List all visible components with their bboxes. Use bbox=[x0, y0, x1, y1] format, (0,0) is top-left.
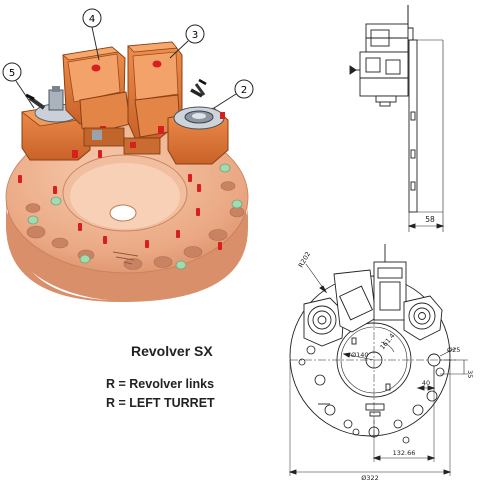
dim-dia140: Ø140 bbox=[351, 351, 369, 359]
dim-40: 40 bbox=[422, 379, 430, 387]
legend-line-1: R = Revolver links bbox=[106, 377, 215, 391]
base-holes bbox=[25, 181, 245, 270]
dim-132: 132.66 bbox=[393, 449, 416, 457]
center-drive bbox=[83, 127, 161, 155]
diagram-title: Revolver SX bbox=[131, 343, 213, 359]
callout-4: 4 bbox=[82, 8, 102, 61]
center-recess-floor bbox=[70, 163, 180, 229]
tool-holder-4 bbox=[62, 46, 131, 135]
dim-58: 58 bbox=[425, 215, 435, 224]
callout-5-label: 5 bbox=[9, 68, 15, 79]
side-view bbox=[349, 5, 445, 232]
base-engraving bbox=[112, 251, 139, 265]
tool-holder-2 bbox=[167, 78, 229, 165]
callout-3: 3 bbox=[169, 24, 205, 59]
tool-holder-3 bbox=[127, 41, 183, 150]
callout-3-label: 3 bbox=[192, 30, 198, 41]
plan-view bbox=[288, 244, 468, 476]
callout-2-label: 2 bbox=[241, 85, 247, 96]
green-pins bbox=[27, 163, 243, 270]
legend-line-2: R = LEFT TURRET bbox=[106, 396, 215, 410]
center-bore bbox=[109, 204, 137, 222]
dim-dia322: Ø322 bbox=[361, 474, 379, 482]
callout-2: 2 bbox=[213, 79, 254, 109]
dim-r202: R202 bbox=[297, 250, 312, 269]
red-pins bbox=[18, 150, 222, 250]
callout-4-label: 4 bbox=[89, 14, 95, 25]
dim-35: 35 bbox=[466, 370, 474, 378]
iso-view: 4 3 5 2 bbox=[2, 8, 254, 303]
dim-dia25: Ø25 bbox=[447, 346, 460, 354]
callout-5: 5 bbox=[2, 62, 35, 109]
